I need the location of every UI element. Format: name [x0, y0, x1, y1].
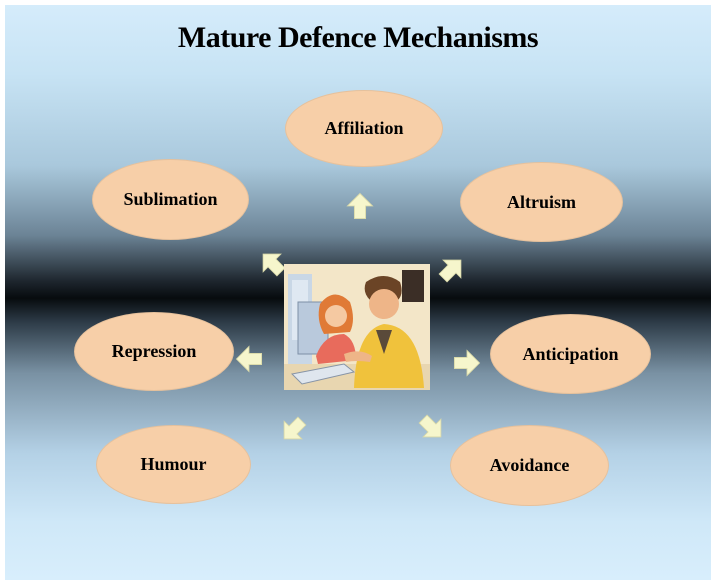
node-anticipation: Anticipation — [490, 314, 651, 394]
arrow-down-right-icon — [418, 414, 442, 438]
arrow-down-left-icon — [283, 416, 307, 440]
node-label: Avoidance — [489, 455, 570, 475]
node-label: Sublimation — [123, 189, 218, 209]
node-affiliation: Affiliation — [285, 90, 443, 167]
node-label: Repression — [111, 341, 197, 361]
arrow-up-icon — [346, 192, 374, 220]
node-sublimation: Sublimation — [92, 159, 249, 240]
slide-title: Mature Defence Mechanisms — [177, 21, 539, 54]
node-label: Altruism — [507, 191, 576, 212]
node-humour: Humour — [96, 425, 251, 504]
node-avoidance: Avoidance — [450, 425, 609, 506]
node-altruism: Altruism — [460, 162, 623, 242]
node-label: Humour — [140, 454, 207, 474]
arrow-up-right-icon — [438, 259, 462, 283]
arrow-left-icon — [235, 345, 263, 373]
node-label: Affiliation — [324, 118, 404, 138]
slide-background: Mature Defence Mechanisms Affiliation Su… — [5, 5, 711, 580]
people-at-computer-clipart — [284, 264, 430, 390]
arrow-up-left-icon — [262, 253, 286, 277]
node-label: Anticipation — [522, 343, 619, 364]
arrow-right-icon — [453, 349, 481, 377]
node-repression: Repression — [74, 312, 234, 391]
